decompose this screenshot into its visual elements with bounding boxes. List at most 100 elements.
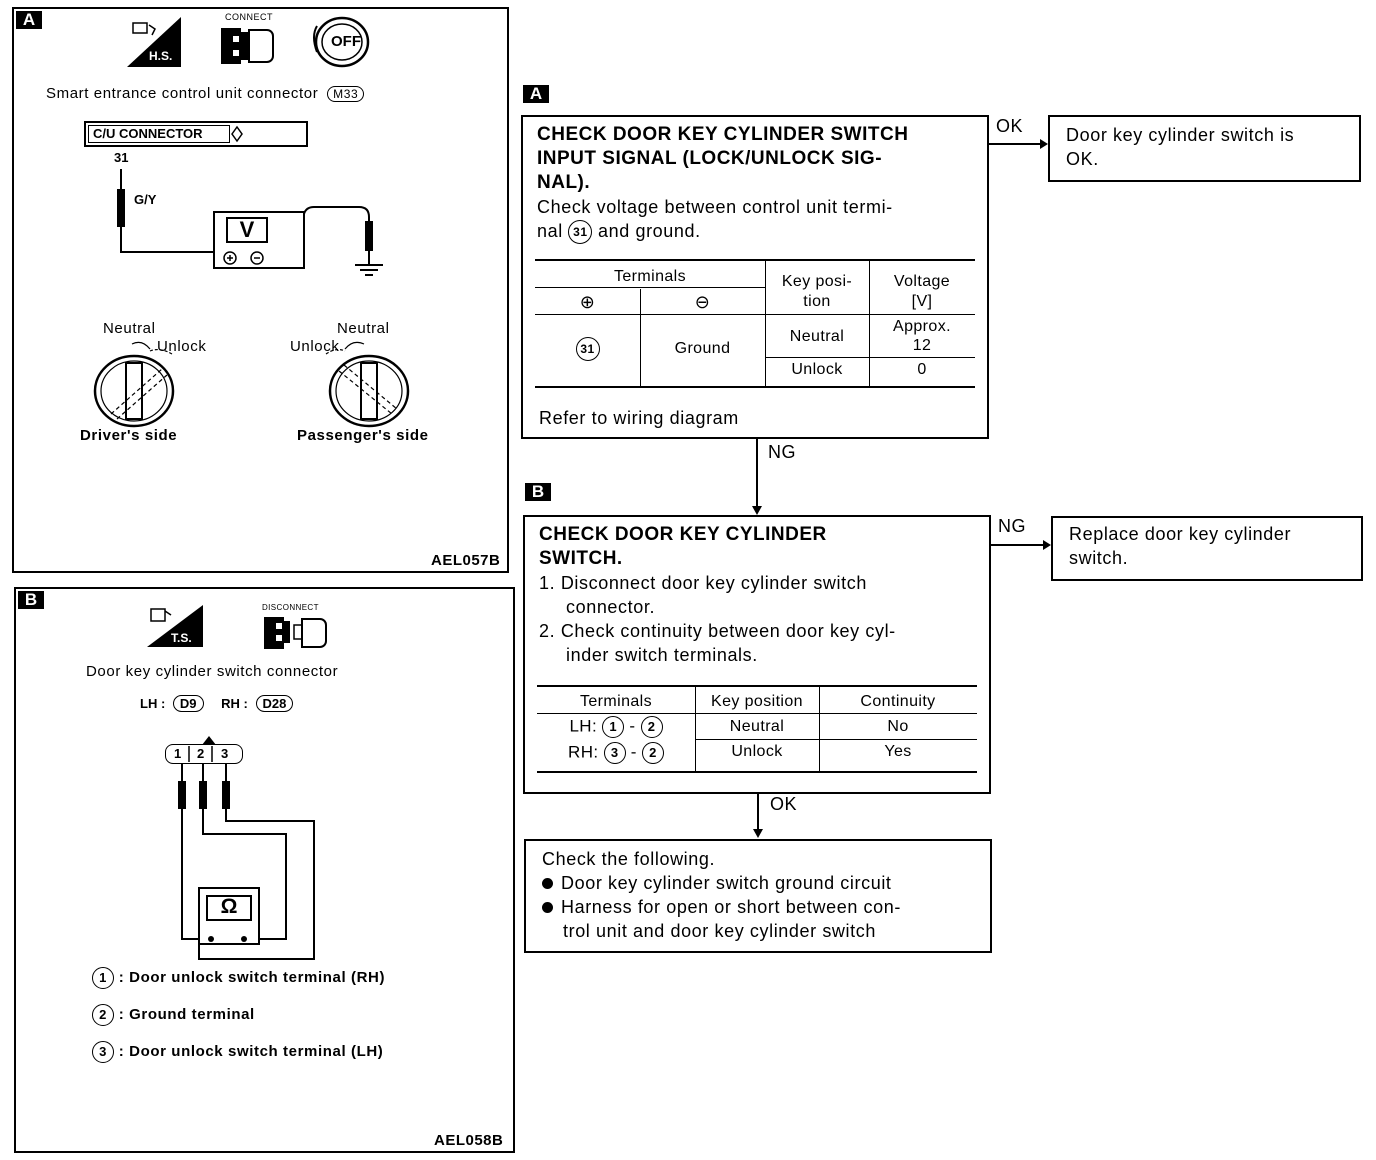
flow-a-title-line-3: NAL). [537, 172, 591, 193]
ok-result-line-1: Door key cylinder switch is [1066, 125, 1295, 145]
table-b-head-rule [537, 713, 977, 714]
flow-a-ok-label: OK [996, 116, 1024, 136]
bullet-icon [542, 878, 553, 889]
voltmeter-wiring [117, 169, 383, 276]
final-title: Check the following. [542, 849, 716, 869]
panel-a-tag: A [16, 11, 42, 29]
table-b-vrule-2 [819, 685, 820, 771]
ignition-off-icon: OFF [309, 14, 371, 68]
legend-num-2: 2 [92, 1004, 114, 1026]
rh-label: RH : [221, 696, 248, 711]
pin-1-label: 1 [174, 746, 182, 761]
legend-text-3: : Door unlock switch terminal (LH) [118, 1042, 384, 1060]
flow-a-title: CHECK DOOR KEY CYLINDER SWITCH INPUT SIG… [537, 123, 908, 195]
instruction-post: and ground. [598, 221, 701, 241]
off-label: OFF [331, 33, 361, 50]
flow-b-title: CHECK DOOR KEY CYLINDER SWITCH. [539, 523, 827, 571]
th-key-position: Key posi- tion [765, 272, 869, 312]
td-b-lh-pin-b: 2 [640, 716, 663, 738]
voltmeter-symbol: V [239, 217, 255, 242]
pin-2-label: 2 [197, 746, 205, 761]
lh-code-badge: D9 [172, 695, 204, 712]
td-b-rh-pin-b: 2 [641, 742, 664, 764]
flow-b-title-line-2: SWITCH. [539, 548, 623, 569]
th-volt-line-2: [V] [911, 293, 933, 310]
legend-text-2: : Ground terminal [118, 1005, 255, 1023]
connect-label: CONNECT [225, 12, 273, 22]
legend-item-2: 2 : Ground terminal [92, 1004, 255, 1026]
flow-a-box: CHECK DOOR KEY CYLINDER SWITCH INPUT SIG… [521, 115, 989, 439]
passenger-side-caption: Passenger's side [297, 427, 429, 444]
th-b-key-position: Key position [711, 693, 803, 710]
connector-code-badge: M33 [327, 86, 365, 102]
ohmmeter-symbol: Ω [220, 895, 238, 918]
th-b-continuity: Continuity [860, 693, 936, 710]
th-plus: ⊕ [579, 292, 596, 312]
th-b-terminals: Terminals [579, 693, 653, 710]
figure-ref-b: AEL058B [434, 1132, 504, 1149]
cu-connector-label: C/U CONNECTOR [88, 125, 230, 143]
flow-b-ng-result: Replace door key cylinder switch. [1051, 516, 1363, 581]
td-b-lh-terminals: LH: 1 - 2 [537, 716, 695, 738]
terminal-31-circle: 31 [568, 220, 593, 245]
legend-item-3: 3 : Door unlock switch terminal (LH) [92, 1041, 383, 1063]
table-b-bottom-rule [537, 771, 977, 773]
final-check-text: Check the following. Door key cylinder s… [542, 847, 901, 943]
th-minus: ⊖ [694, 292, 711, 312]
hand-service-icon: H.S. [127, 17, 181, 67]
flow-b-title-line-1: CHECK DOOR KEY CYLINDER [539, 524, 827, 545]
flow-a-title-line-2: INPUT SIGNAL (LOCK/UNLOCK SIG- [537, 148, 883, 169]
td-terminal-plus: 31 [535, 337, 640, 361]
ng-result-line-2: switch. [1069, 548, 1129, 568]
td-b-no: No [887, 718, 909, 735]
figure-ref-a: AEL057B [431, 552, 501, 569]
table-a-vrule-1 [640, 289, 641, 387]
instruction-pre: nal [537, 221, 563, 241]
td-volt-unlock: 0 [917, 361, 927, 378]
flow-a-instruction-line-2: nal 31 and ground. [537, 219, 893, 245]
flow-a-instruction: Check voltage between control unit termi… [537, 195, 893, 245]
legend-num-1: 1 [92, 967, 114, 989]
th-voltage: Voltage [V] [869, 272, 975, 312]
final-bullet-2-text-1: Harness for open or short between con- [561, 897, 901, 917]
final-bullet-1: Door key cylinder switch ground circuit [542, 871, 901, 895]
table-a-row-rule [765, 357, 975, 358]
ohmmeter-wiring [178, 736, 315, 960]
ok-result-text: Door key cylinder switch is OK. [1066, 123, 1294, 171]
table-b-row-rule [695, 739, 977, 740]
connector-codes: LH : D9 RH : D28 [140, 695, 294, 712]
table-a-top-rule [535, 259, 975, 261]
pin-3-label: 3 [221, 746, 229, 761]
td-b-rh-side: RH: [568, 742, 599, 762]
driver-neutral-label: Neutral [103, 320, 156, 337]
step-1-line-2: connector. [566, 597, 656, 617]
td-b-rh-dash: - [630, 742, 637, 762]
th-key-line-2: tion [803, 293, 831, 310]
table-a-vrule-2 [765, 259, 766, 387]
flow-a-ok-result: Door key cylinder switch is OK. [1048, 115, 1361, 182]
step-2-line-2: inder switch terminals. [566, 645, 758, 665]
table-a-vrule-3 [869, 259, 870, 387]
flow-a-instruction-line-1: Check voltage between control unit termi… [537, 197, 893, 217]
td-terminal-minus: Ground [674, 340, 731, 357]
td-volt-neutral: Approx. 12 [869, 317, 975, 355]
ok-result-line-2: OK. [1066, 149, 1099, 169]
table-a-head-rule [535, 314, 975, 315]
disconnect-label: DISCONNECT [262, 603, 319, 612]
refer-wiring-diagram: Refer to wiring diagram [539, 408, 739, 428]
flow-b-ng-label: NG [998, 516, 1026, 536]
flow-b-tag: B [525, 483, 551, 501]
td-b-rh-terminals: RH: 3 - 2 [537, 742, 695, 764]
passenger-unlock-label: Unlock [290, 338, 340, 355]
table-a-term-rule [535, 287, 765, 288]
final-bullet-1-text: Door key cylinder switch ground circuit [561, 873, 892, 893]
td-b-lh-pin-a: 1 [602, 716, 625, 738]
flow-a-title-line-1: CHECK DOOR KEY CYLINDER SWITCH [537, 124, 909, 145]
legend-num-3: 3 [92, 1041, 114, 1063]
rh-code-badge: D28 [255, 695, 294, 712]
flow-a-ng-label: NG [768, 442, 796, 462]
ts-label: T.S. [171, 631, 192, 645]
terminal-31-label: 31 [114, 150, 129, 165]
final-bullet-2: Harness for open or short between con- [542, 895, 901, 919]
test-service-icon: T.S. [147, 605, 203, 647]
